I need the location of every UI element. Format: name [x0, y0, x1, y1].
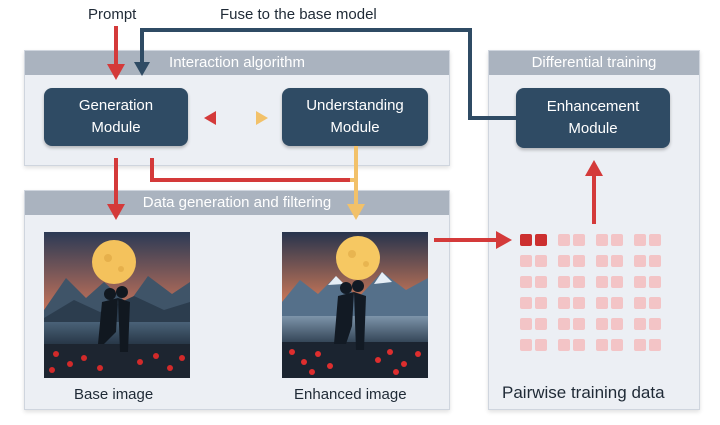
pairwise-sample: [520, 255, 532, 267]
enhancement-module: Enhancement Module: [516, 88, 670, 148]
enhanced-image-caption: Enhanced image: [294, 386, 407, 403]
pairwise-sample: [520, 276, 532, 288]
pairwise-sample: [649, 276, 661, 288]
prompt-arrow: [107, 26, 125, 80]
pairwise-sample: [520, 339, 532, 351]
data-generation-panel-title: Data generation and filtering: [25, 191, 449, 215]
understanding-module-line1: Understanding: [306, 97, 404, 114]
pairwise-sample: [558, 318, 570, 330]
pairwise-sample: [535, 234, 547, 246]
generation-module-line2: Module: [91, 119, 141, 136]
pairwise-sample: [573, 234, 585, 246]
pairwise-sample: [649, 318, 661, 330]
pairwise-sample: [558, 276, 570, 288]
pairwise-to-enhancement-arrow: [585, 160, 603, 224]
generation-to-enhanced-arrow: [150, 146, 365, 220]
base-image-caption: Base image: [74, 386, 154, 403]
prompt-label: Prompt: [88, 6, 137, 23]
pairwise-sample: [634, 234, 646, 246]
pairwise-sample: [573, 339, 585, 351]
pairwise-caption: Pairwise training data: [502, 383, 665, 402]
pairwise-sample: [573, 255, 585, 267]
pairwise-sample: [596, 276, 608, 288]
pairwise-sample: [596, 339, 608, 351]
pairwise-sample: [573, 318, 585, 330]
pairwise-data-grid: [520, 234, 670, 364]
pairwise-sample: [611, 255, 623, 267]
pairwise-sample: [596, 318, 608, 330]
pairwise-sample: [634, 318, 646, 330]
pairwise-sample: [649, 255, 661, 267]
pairwise-sample: [596, 234, 608, 246]
fuse-label: Fuse to the base model: [220, 6, 377, 23]
understanding-module: Understanding Module: [282, 88, 428, 146]
pairwise-sample: [520, 234, 532, 246]
pairwise-sample: [649, 339, 661, 351]
pairwise-sample: [520, 297, 532, 309]
generation-to-base-arrow: [107, 158, 125, 220]
pairwise-sample: [558, 234, 570, 246]
enhancement-module-line1: Enhancement: [546, 98, 640, 115]
pairwise-sample: [535, 255, 547, 267]
pairwise-sample: [535, 339, 547, 351]
pairwise-sample: [558, 339, 570, 351]
understanding-module-line2: Module: [330, 119, 380, 136]
differential-training-panel-title: Differential training: [489, 51, 699, 75]
interaction-panel-title: Interaction algorithm: [25, 51, 449, 75]
pairwise-sample: [611, 339, 623, 351]
pairwise-sample: [634, 339, 646, 351]
bidirectional-arrow: [204, 111, 268, 125]
pairwise-sample: [611, 318, 623, 330]
enhanced-image: [282, 232, 428, 378]
pairwise-sample: [535, 276, 547, 288]
pairwise-sample: [558, 297, 570, 309]
pairwise-sample: [649, 234, 661, 246]
pairwise-sample: [535, 297, 547, 309]
pairwise-sample: [634, 255, 646, 267]
pairwise-sample: [649, 297, 661, 309]
pairwise-sample: [634, 297, 646, 309]
pairwise-sample: [596, 297, 608, 309]
pairwise-sample: [611, 276, 623, 288]
pairwise-sample: [573, 276, 585, 288]
generation-module: Generation Module: [44, 88, 188, 146]
images-to-pairwise-arrow: [434, 231, 512, 249]
enhancement-module-line2: Module: [568, 120, 618, 137]
pairwise-sample: [634, 276, 646, 288]
generation-module-line1: Generation: [78, 97, 154, 114]
pairwise-sample: [611, 234, 623, 246]
pairwise-sample: [535, 318, 547, 330]
pairwise-sample: [573, 297, 585, 309]
pairwise-sample: [520, 318, 532, 330]
fuse-connector: [134, 28, 516, 120]
base-image: [44, 232, 190, 378]
pairwise-sample: [558, 255, 570, 267]
pairwise-sample: [596, 255, 608, 267]
pairwise-sample: [611, 297, 623, 309]
